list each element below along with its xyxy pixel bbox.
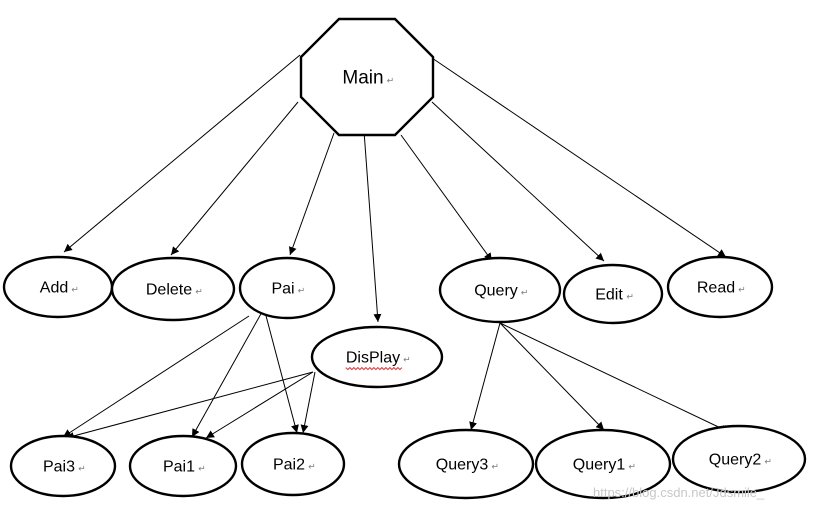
node-query-label: Query [474,283,518,300]
edge-display-to-pai2 [300,371,316,434]
node-query3-shape [397,428,535,500]
edge-pai-to-pai2 [264,311,299,434]
paragraph-mark: ↵ [764,458,772,468]
node-query1-shape [534,428,672,500]
node-query: Query↵ [438,256,562,324]
node-edit-label: Edit [595,287,623,304]
node-query3-label: Query3 [436,457,489,474]
paragraph-mark: ↵ [198,465,206,475]
edge-pai-to-pai3 [62,315,250,438]
edge-pai-to-pai1 [191,311,263,438]
edge-main-to-query [400,134,493,262]
node-read: Read↵ [666,255,774,319]
node-pai1-shape [128,434,238,498]
edge-display-to-pai3 [65,371,314,440]
node-pai2-label: Pai2 [273,457,305,474]
node-pai-shape [238,256,336,320]
node-main-label: Main [342,68,383,89]
paragraph-mark: ↵ [521,289,529,299]
node-query-shape [438,256,562,324]
node-pai: Pai ↵ [238,256,336,320]
node-query2-shape [671,424,807,494]
node-display: DisPlay↵ [310,325,444,389]
node-read-label: Read [697,280,735,297]
paragraph-mark: ↵ [78,465,86,475]
edge-main-to-pai [288,132,335,256]
edge-main-to-display [363,130,382,323]
node-add-label: Add [40,280,68,297]
edge-display-to-pai1 [205,371,314,439]
paragraph-mark: ↵ [387,77,395,87]
paragraph-mark: ↵ [403,356,411,366]
node-query3: Query3↵ [397,428,535,500]
edge-main-to-read [431,57,727,258]
edge-main-to-delete [170,101,299,256]
node-pai2-shape [240,431,346,497]
node-query2: Query2↵ [671,424,807,494]
edge-main-to-add [63,54,301,253]
paragraph-mark: ↵ [626,293,634,303]
node-display-shape [310,325,444,389]
node-edit: Edit↵ [562,263,664,325]
node-query1: Query1↵ [534,428,672,500]
edge-query-to-query1 [499,322,605,431]
paragraph-mark: ↵ [298,287,306,297]
spellcheck-underline [345,366,403,371]
node-read-shape [666,255,774,319]
edge-main-to-edit [431,101,605,262]
node-display-label: DisPlay [346,350,400,367]
node-query1-label: Query1 [573,457,626,474]
node-edit-shape [562,263,664,325]
paragraph-mark: ↵ [195,288,203,298]
edge-query-to-query2 [499,322,730,433]
paragraph-mark: ↵ [71,286,79,296]
paragraph-mark: ↵ [738,286,746,296]
node-pai1: Pai1↵ [128,434,238,498]
paragraph-mark: ↵ [491,463,499,473]
node-delete-shape [110,256,236,322]
node-delete: Delete↵ [110,256,236,322]
node-pai3: Pai3↵ [9,434,117,498]
node-delete-label: Delete [146,282,192,299]
node-query2-label: Query2 [709,452,762,469]
watermark-text: https://blog.csdn.net/Jdsmile_ [593,485,765,500]
node-pai-label: Pai [271,281,294,298]
nodes: Main↵Add↵Delete↵Pai↵DisPlay↵Query↵Edit↵R… [2,17,807,500]
node-add: Add↵ [2,255,114,319]
edges [62,54,730,440]
paragraph-mark: ↵ [308,463,316,473]
edge-query-to-query3 [469,322,501,431]
node-pai3-label: Pai3 [43,459,75,476]
node-pai3-shape [9,434,117,498]
node-pai1-label: Pai1 [163,459,195,476]
node-pai2: Pai2↵ [240,431,346,497]
paragraph-mark: ↵ [628,463,636,473]
node-main: Main ↵ [299,17,435,137]
node-main-shape [299,17,435,137]
